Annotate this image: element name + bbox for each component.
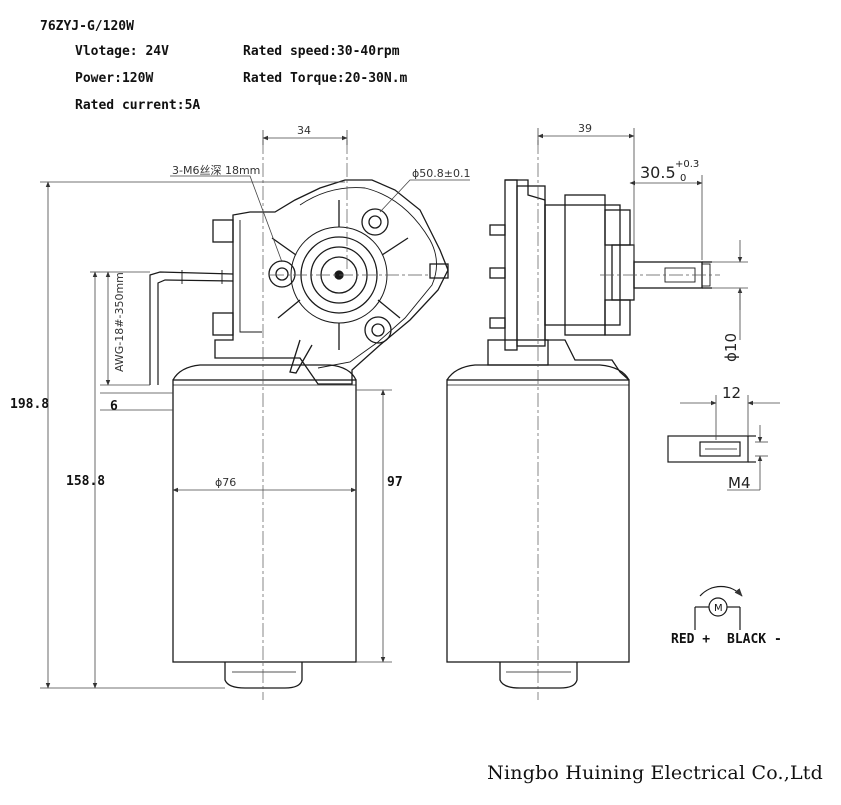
front-end-cap: [224, 662, 303, 689]
front-motor-body: [172, 379, 357, 663]
motor-symbol-label: M: [714, 603, 723, 614]
dim-39: 39: [578, 122, 592, 135]
dim-awg-wire: AWG-18#-350mm: [113, 272, 126, 372]
spec-torque: Rated Torque:20-30N.m: [243, 71, 408, 86]
spec-power: Power:120W: [75, 71, 154, 86]
side-gearbox: [505, 179, 630, 381]
spec-speed: Rated speed:30-40rpm: [243, 44, 400, 59]
dim-tol-plus: +0.3: [675, 159, 699, 170]
front-view: [149, 179, 449, 689]
wiring-diagram: [694, 586, 743, 630]
company-name: Ningbo Huining Electrical Co.,Ltd: [487, 762, 823, 784]
dim-34: 34: [297, 124, 311, 137]
dim-m6-holes: 3-M6丝深 18mm: [172, 164, 260, 177]
shaft-detail: [667, 435, 756, 463]
dim-m4: M4: [728, 474, 751, 492]
dim-12: 12: [722, 384, 741, 402]
dim-6: 6: [110, 399, 118, 414]
dim-tol-zero: 0: [680, 173, 686, 184]
dim-phi-50-8: ϕ50.8±0.1: [412, 167, 470, 180]
wire-black-label: BLACK -: [727, 632, 782, 647]
side-end-cap: [499, 662, 578, 689]
dim-97: 97: [387, 475, 403, 490]
output-shaft: [633, 261, 703, 289]
model-title: 76ZYJ-G/120W: [40, 19, 134, 34]
side-view: [446, 179, 712, 689]
dim-phi-10: ϕ10: [722, 333, 740, 362]
dim-phi-76: ϕ76: [215, 476, 236, 489]
spec-voltage: Vlotage: 24V: [75, 44, 169, 59]
spec-current: Rated current:5A: [75, 98, 201, 113]
dim-198-8: 198.8: [10, 397, 49, 412]
dim-158-8: 158.8: [66, 474, 105, 489]
dim-30-5: 30.5: [640, 163, 676, 182]
wire-red-label: RED +: [671, 632, 710, 647]
front-gearbox-housing: [214, 179, 449, 385]
front-lead-wire: [149, 271, 234, 385]
